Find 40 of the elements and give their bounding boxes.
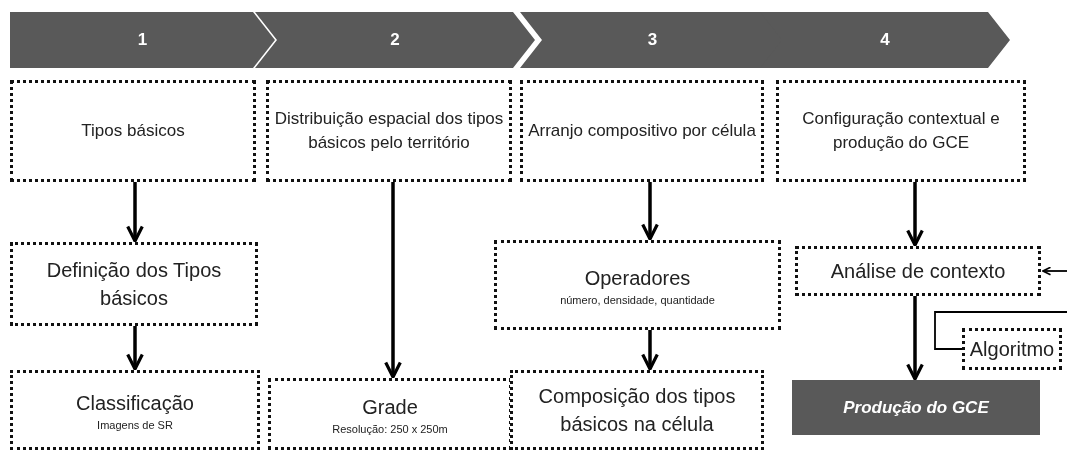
box-sublabel: número, densidade, quantidade — [560, 294, 715, 306]
arrow — [126, 182, 144, 243]
process-box — [795, 246, 1041, 296]
box-label: Arranjo compositivo por célula — [528, 120, 756, 143]
process-box — [510, 370, 764, 450]
arrow — [1042, 266, 1067, 276]
process-box — [10, 242, 258, 326]
box-label: Configuração contextual e produção do GCE — [801, 108, 1001, 154]
box-label: Algoritmo — [969, 337, 1055, 362]
box-label: Composição dos tipos básicos na célula — [537, 384, 737, 437]
arrow — [384, 182, 402, 379]
process-box — [962, 328, 1062, 370]
process-box — [776, 80, 1026, 182]
box-label: Análise de contexto — [830, 259, 1006, 284]
step-number: 4 — [880, 29, 890, 52]
box-label: Classificação — [76, 391, 194, 416]
step-number: 2 — [390, 29, 400, 52]
process-box — [494, 240, 781, 330]
process-box — [268, 378, 512, 450]
box-label: Definição dos Tipos básicos — [45, 258, 223, 311]
arrow — [641, 330, 659, 371]
arrow — [126, 326, 144, 371]
box-label: Distribuição espacial dos tipos básicos pelo território — [273, 108, 505, 154]
process-box — [10, 370, 260, 450]
arrow — [906, 296, 924, 381]
result-box — [792, 380, 1040, 435]
box-label: Operadores — [584, 266, 691, 291]
connector-line — [934, 311, 1067, 350]
box-label: Tipos básicos — [81, 120, 185, 143]
box-label: Produção do GCE — [843, 396, 989, 419]
arrow — [641, 182, 659, 241]
box-sublabel: Imagens de SR — [97, 419, 173, 431]
process-box — [266, 80, 512, 182]
process-box — [520, 80, 764, 182]
box-sublabel: Resolução: 250 x 250m — [332, 423, 448, 435]
process-box — [10, 80, 256, 182]
step-number: 3 — [647, 29, 658, 52]
box-label: Grade — [362, 395, 418, 420]
step-number: 1 — [137, 29, 148, 52]
arrow — [906, 182, 924, 247]
